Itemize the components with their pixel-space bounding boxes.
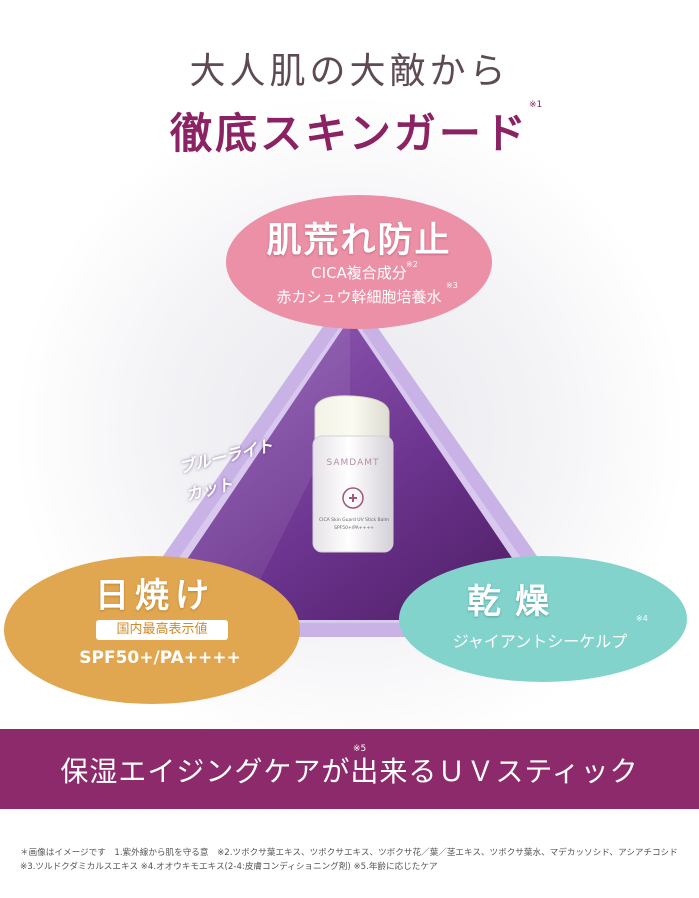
giant-kelp-label: ジャイアントシーケルプ (452, 632, 628, 651)
spf-rating-text: SPF50+/PA++++ (79, 648, 241, 668)
banner-footnote-mark: ※5 (353, 744, 367, 754)
product-brand-text: SAMDAMT (326, 458, 380, 468)
footnote-line1: ＊画像はイメージです 1.紫外線から肌を守る意 ※2.ツボクサ葉エキス、ツボクサ… (20, 848, 678, 858)
product-spf-text: SPF50+/PA++++ (334, 526, 374, 531)
kelp-footnote-mark: ※4 (636, 614, 648, 623)
uv-stick-product-image (312, 395, 394, 553)
banner-text: 保湿エイジングケアが出来るＵＶスティック (60, 755, 639, 788)
bottom-banner (0, 729, 699, 809)
cica-complex-label: CICA複合成分 (311, 264, 407, 282)
dryness-bubble (399, 556, 687, 682)
sunburn-title: 日焼け (95, 576, 215, 616)
stem-cell-water-label: 赤カシュウ幹細胞培養水 (276, 288, 442, 306)
skin-rough-prevention-bubble (226, 195, 492, 329)
headline-line1: 大人肌の大敵から (189, 51, 510, 92)
headline-line2: 徹底スキンガード (170, 109, 529, 158)
product-name-text: CICA Skin Guard UV Stick Balm (319, 518, 389, 523)
footnote-line2: ※3.ツルドクダミカルスエキス ※4.オオウキモエキス(2-4:皮膚コンディショ… (20, 862, 438, 872)
dryness-title: 乾燥 (467, 582, 563, 622)
stem-cell-footnote-mark: ※3 (446, 281, 458, 290)
domestic-max-value-badge: 国内最高表示値 (96, 620, 228, 640)
cica-footnote-mark: ※2 (406, 260, 418, 269)
headline-footnote-mark: ※1 (529, 100, 543, 110)
skin-rough-prevention-title: 肌荒れ防止 (266, 221, 452, 261)
